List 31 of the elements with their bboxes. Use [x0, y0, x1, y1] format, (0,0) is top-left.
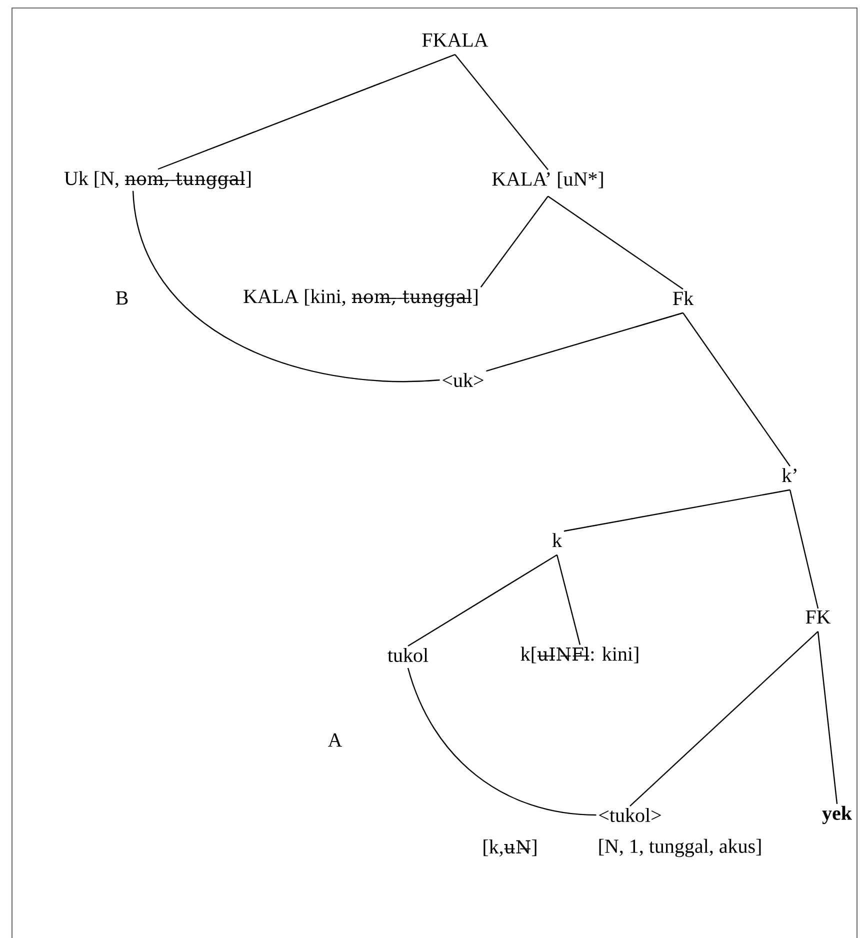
- movement-label: A: [326, 732, 344, 748]
- tree-branch: [682, 312, 790, 466]
- tree-node-label: k[u̶I̶N̶F̶l̶: kini]: [520, 646, 638, 664]
- tree-branch: [158, 54, 456, 170]
- tree-node-label: FKALA: [422, 33, 488, 47]
- tree-node-label: KALA [kini, n̶o̶m̶,̶ ̶t̶u̶n̶g̶g̶a̶l̶]: [244, 289, 478, 307]
- tree-node-label: yek: [822, 806, 852, 824]
- trace-label: <uk>: [442, 372, 484, 388]
- feature-label: [k,u̶N̶]: [484, 840, 536, 856]
- movement-arc: [407, 668, 596, 816]
- tree-branch: [630, 631, 818, 806]
- tree-branch: [454, 54, 548, 170]
- tree-node-label: FK: [806, 610, 831, 624]
- movement-label: B: [114, 290, 130, 306]
- trace-label: <tukol>: [599, 808, 661, 822]
- tree-branch: [789, 490, 819, 609]
- feature-label: [N, 1, tunggal, akus]: [599, 838, 761, 858]
- tree-node-label: tukol: [388, 648, 428, 662]
- tree-branch: [548, 196, 684, 290]
- tree-branch: [486, 312, 684, 372]
- movement-arc: [132, 190, 440, 382]
- tree-branch: [556, 554, 581, 645]
- tree-branch: [408, 554, 558, 647]
- tree-branch: [564, 489, 790, 532]
- tree-branch: [817, 631, 838, 804]
- tree-node-label: k’: [782, 468, 796, 482]
- tree-node-label: Fk: [673, 291, 694, 305]
- tree-branch: [480, 196, 548, 288]
- tree-node-label: Uk [N, n̶o̶m̶,̶ ̶t̶u̶n̶g̶g̶a̶l̶]: [64, 171, 251, 189]
- tree-node-label: k: [552, 533, 562, 547]
- tree-node-label: KALA’ [uN*]: [492, 172, 603, 188]
